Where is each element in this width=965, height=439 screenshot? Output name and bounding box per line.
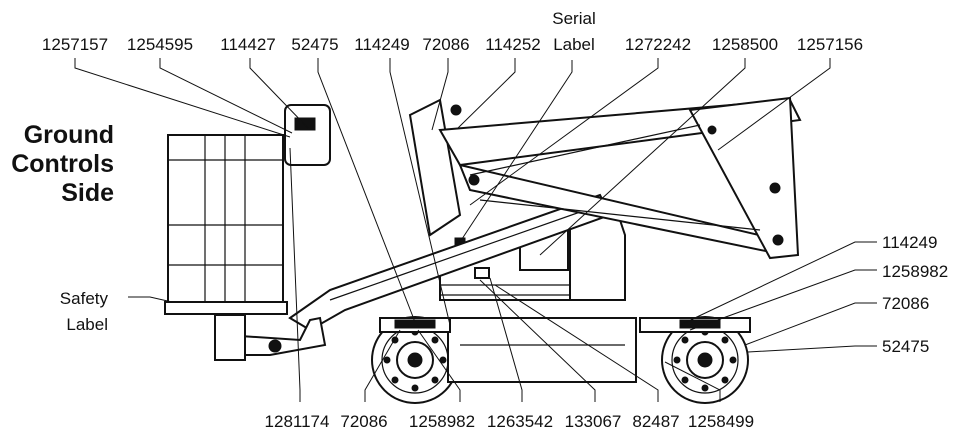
part-label: 1254595 bbox=[127, 35, 193, 54]
part-label: 114249 bbox=[882, 233, 937, 252]
bottom-part-labels: 1281174 72086 1258982 1263542 133067 824… bbox=[265, 412, 755, 431]
safety-label-text-line-1: Safety bbox=[60, 289, 109, 308]
serial-label-text-line-1: Serial bbox=[552, 9, 595, 28]
safety-label-callout: Safety Label bbox=[60, 289, 109, 334]
side-heading: Ground Controls Side bbox=[11, 121, 114, 207]
side-heading-line-1: Ground bbox=[24, 121, 114, 149]
part-label: 52475 bbox=[291, 35, 338, 54]
part-label: 1257157 bbox=[42, 35, 108, 54]
part-label: 82487 bbox=[632, 412, 679, 431]
part-label: 72086 bbox=[882, 294, 929, 313]
part-label: 1258982 bbox=[882, 262, 948, 281]
platform bbox=[164, 104, 331, 361]
part-label: 133067 bbox=[565, 412, 622, 431]
part-label: 52475 bbox=[882, 337, 929, 356]
part-label: 1258982 bbox=[409, 412, 475, 431]
front-wheel bbox=[661, 316, 749, 404]
part-label: 72086 bbox=[340, 412, 387, 431]
serial-label-text-line-2: Label bbox=[553, 35, 595, 54]
part-label: 1263542 bbox=[487, 412, 553, 431]
safety-label-text-line-2: Label bbox=[66, 315, 108, 334]
part-label: 1281174 bbox=[265, 412, 330, 431]
platform-control-box bbox=[284, 104, 331, 166]
part-label: 114249 bbox=[354, 35, 409, 54]
right-part-labels: 114249 1258982 72086 52475 bbox=[882, 233, 948, 356]
boom-lift-drawing bbox=[164, 96, 802, 404]
chassis bbox=[447, 317, 637, 383]
riser bbox=[408, 98, 462, 237]
part-label: 1258500 bbox=[712, 35, 778, 54]
part-label: 114427 bbox=[220, 35, 275, 54]
part-label: 72086 bbox=[422, 35, 469, 54]
side-heading-line-3: Side bbox=[61, 179, 114, 207]
part-label: 114252 bbox=[485, 35, 540, 54]
top-part-labels: 1257157 1254595 114427 52475 114249 7208… bbox=[42, 9, 863, 54]
part-label: 1272242 bbox=[625, 35, 691, 54]
side-heading-line-2: Controls bbox=[11, 150, 114, 178]
part-label: 1258499 bbox=[688, 412, 754, 431]
part-label: 1257156 bbox=[797, 35, 863, 54]
leader-lines bbox=[74, 58, 877, 402]
boom-knuckle bbox=[688, 96, 800, 260]
